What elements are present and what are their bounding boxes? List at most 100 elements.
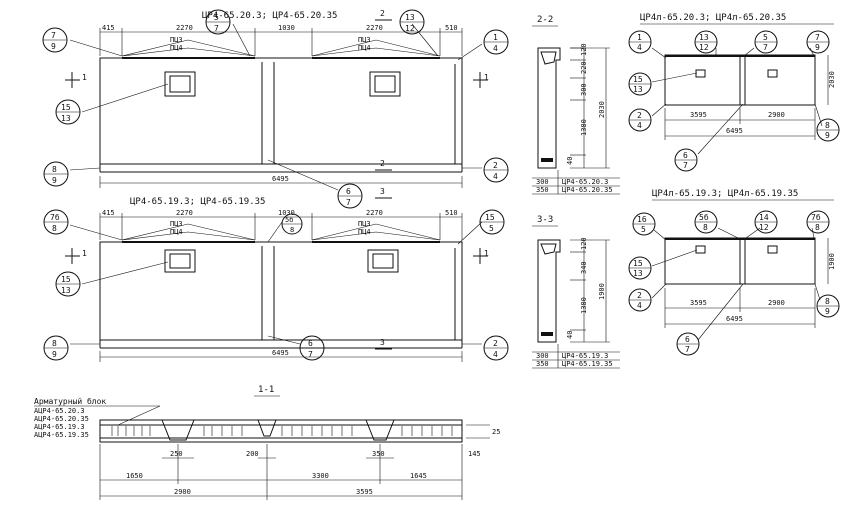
svg-text:9: 9 (825, 131, 830, 140)
dim2-1030: 1030 (278, 209, 295, 217)
svg-text:4: 4 (637, 121, 642, 130)
svg-text:9: 9 (52, 176, 57, 185)
svg-text:12: 12 (405, 24, 415, 33)
section-2-2-title: 2-2 (537, 15, 553, 25)
dim2-415: 415 (102, 209, 115, 217)
bubble-7-9-top: 7 (51, 31, 56, 40)
svg-text:13: 13 (633, 85, 643, 94)
s33-row2-mark: ЦР4-65.19.35 (562, 360, 613, 368)
svg-text:7: 7 (308, 350, 313, 359)
svg-text:9: 9 (52, 350, 57, 359)
dim-1030: 1030 (278, 24, 295, 32)
bubble-5-7-top: 5 (214, 13, 219, 22)
svg-text:7: 7 (346, 198, 351, 207)
bubble-1-4-top: 1 (493, 33, 498, 42)
svg-text:13: 13 (633, 269, 643, 278)
dim2-510: 510 (445, 209, 458, 217)
svg-text:4: 4 (493, 350, 498, 359)
bubble-8-9-mid: 8 (52, 339, 57, 348)
svg-text:7: 7 (763, 43, 768, 52)
plan1-bubble-13-12: 13 (699, 33, 709, 42)
svg-text:9: 9 (825, 307, 830, 316)
plan2-dim-6495: 6495 (726, 315, 743, 323)
dim-2270-a: 2270 (176, 24, 193, 32)
section-2-2: 2-2 120 220 300 1380 40 2030 300 ЦР4-65.… (532, 15, 620, 195)
plan1-bubble-5-7: 5 (763, 33, 768, 42)
s22-dim-1380: 1380 (580, 119, 588, 136)
bubble-6-7-mid: 6 (308, 339, 313, 348)
plan1-bubble-15-13: 15 (633, 75, 643, 84)
svg-text:4: 4 (493, 172, 498, 181)
plan-1: ЦР4л-65.20.3; ЦР4л-65.20.35 3595 2900 64… (628, 13, 840, 172)
dim-415: 415 (102, 24, 115, 32)
elevation-1-title: ЦР4-65.20.3; ЦР4-65.20.35 (202, 11, 337, 21)
s22-row2-mark: ЦР4-65.20.35 (562, 186, 613, 194)
section-1-1-title: 1-1 (258, 385, 274, 395)
section2-mark-1-left: 1 (82, 249, 87, 258)
svg-text:8: 8 (52, 224, 57, 233)
plan-1-title: ЦР4л-65.20.3; ЦР4л-65.20.35 (640, 13, 786, 23)
label2-pc3-a: ПЦ3 (170, 220, 183, 228)
s22-dim-40: 40 (566, 157, 574, 165)
section-mark-1-left: 1 (82, 73, 87, 82)
s11-dim-2900: 2900 (174, 488, 191, 496)
svg-text:9: 9 (815, 43, 820, 52)
label2-pc4-a: ПЦ4 (170, 228, 183, 236)
plan2-bubble-7b-8: 7б (811, 212, 821, 222)
plan1-height: 2030 (828, 71, 836, 88)
plan2-bubble-16-5: 16 (637, 215, 647, 224)
svg-text:8: 8 (815, 223, 820, 232)
svg-text:4: 4 (637, 301, 642, 310)
plan2-bubble-8-9: 8 (825, 297, 830, 306)
plan2-bubble-2-4: 2 (637, 291, 642, 300)
block-label: Арматурный блок (34, 396, 106, 406)
plan2-dim-2900: 2900 (768, 299, 785, 307)
plan1-dim-3595: 3595 (690, 111, 707, 119)
label2-pc4-b: ПЦ4 (358, 228, 371, 236)
svg-text:5: 5 (641, 225, 646, 234)
svg-text:7: 7 (683, 161, 688, 170)
plan1-dim-2900: 2900 (768, 111, 785, 119)
s11-dim-200: 200 (246, 450, 259, 458)
bubble-15-13-mid: 15 (61, 275, 71, 284)
s33-dim-40: 40 (566, 331, 574, 339)
plan1-bubble-8-9: 8 (825, 121, 830, 130)
svg-text:7: 7 (685, 345, 690, 354)
plan2-height: 1900 (828, 253, 836, 270)
s22-row1-mark: ЦР4-65.20.3 (562, 178, 608, 186)
plan1-bubble-7-9: 7 (815, 33, 820, 42)
s22-row1-width: 300 (536, 178, 549, 186)
plan1-bubble-1-4: 1 (637, 33, 642, 42)
elevation-2-overall: 6495 (272, 349, 289, 357)
plan2-bubble-14-12: 14 (759, 213, 769, 222)
label-pc3-a: ПЦ3 (170, 36, 183, 44)
label-pc4-b: ПЦ4 (358, 44, 371, 52)
s22-dim-120: 120 (580, 43, 588, 56)
elevation-2-title: ЦР4-65.19.3; ЦР4-65.19.35 (130, 197, 265, 207)
bubble-2-4-mid: 2 (493, 339, 498, 348)
s11-dim-3300: 3300 (312, 472, 329, 480)
s33-overall: 1900 (598, 283, 606, 300)
label2-pc3-b: ПЦ3 (358, 220, 371, 228)
svg-text:7: 7 (214, 24, 219, 33)
svg-text:12: 12 (759, 223, 769, 232)
plan2-dim-3595: 3595 (690, 299, 707, 307)
bubble-2-4-top: 2 (493, 161, 498, 170)
block-2: АЦР4-65.20.35 (34, 415, 89, 423)
s33-dim-340: 340 (580, 261, 588, 274)
elevation-2: ЦР4-65.19.3; ЦР4-65.19.35 415 2270 1030 … (43, 197, 509, 362)
s11-dim-250: 250 (170, 450, 183, 458)
bubble-13-12-top: 13 (405, 13, 415, 22)
s33-dim-120: 120 (580, 237, 588, 250)
s22-overall: 2030 (598, 101, 606, 118)
svg-text:4: 4 (493, 44, 498, 53)
s33-dim-1380: 1380 (580, 297, 588, 314)
elevation-1-overall: 6495 (272, 175, 289, 183)
s33-row1-mark: ЦР4-65.19.3 (562, 352, 608, 360)
section-mark-2-top: 2 (380, 9, 385, 18)
s22-dim-220: 220 (580, 61, 588, 74)
section-1-1: 1-1 Арматурный блок АЦР4-65.20.3 АЦР4-65… (34, 385, 500, 500)
s11-dim-1645: 1645 (410, 472, 427, 480)
label-pc3-b: ПЦ3 (358, 36, 371, 44)
